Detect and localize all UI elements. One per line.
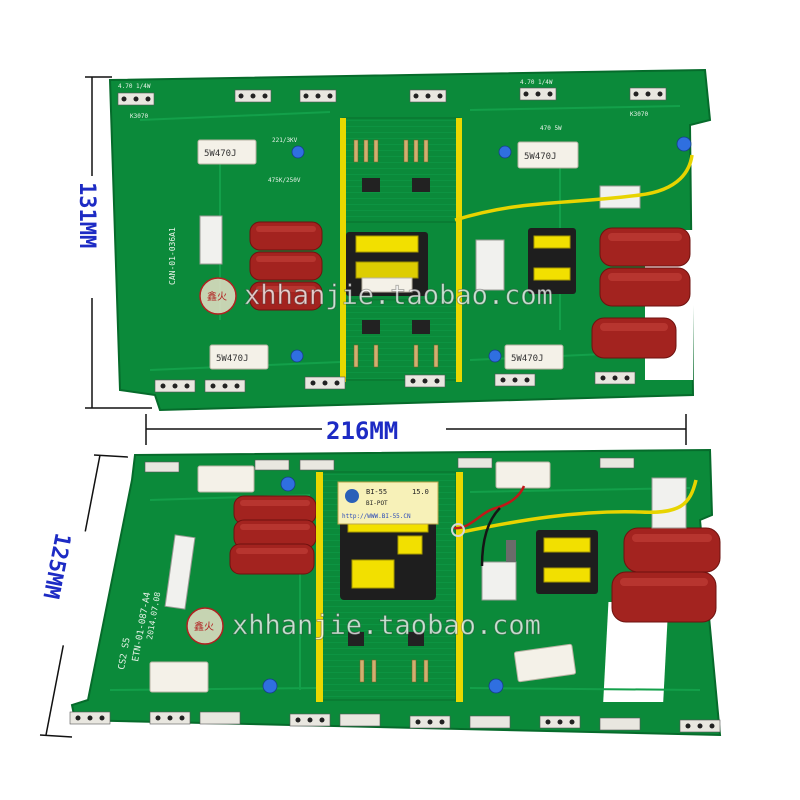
bottom-power-resistor-1 (197, 465, 255, 493)
watermark-logo-icon (199, 277, 237, 315)
top-center-connector (475, 239, 505, 291)
sticker-logo-icon (345, 489, 359, 503)
top-left-connector (199, 215, 223, 265)
top-capacitor-group-right (591, 227, 691, 359)
svg-text:5W470J: 5W470J (216, 354, 249, 364)
top-blue-cap-5 (676, 136, 692, 152)
top-power-resistor-4: 5W470J (504, 344, 564, 370)
top-yellow-wire (454, 154, 694, 222)
top-transformer (346, 232, 428, 296)
svg-text:BI-55: BI-55 (366, 488, 387, 496)
top-header-label-2: 4.70 1/4W (520, 79, 553, 86)
top-resistor-value: 470 5W (540, 125, 562, 132)
bottom-top-header-row (144, 457, 635, 473)
svg-text:5W470J: 5W470J (524, 152, 557, 162)
top-blue-cap-3 (290, 349, 304, 363)
dimension-216mm: 216MM (145, 413, 687, 445)
top-bottom-header-row (154, 371, 636, 393)
bottom-transformer (340, 512, 436, 600)
bottom-power-resistor-2 (495, 461, 551, 489)
bottom-bottom-header-row (69, 711, 721, 733)
watermark-bottom: 鑫火 xhhanjie.taobao.com xhhanjie.taobao.c… (186, 607, 541, 645)
top-blue-cap-4 (488, 349, 502, 363)
watermark-url-top: xhhanjie.taobao.com (244, 280, 553, 311)
bottom-small-component (506, 540, 516, 562)
bottom-black-wire (480, 507, 501, 567)
svg-text:xhhanjie.taobao.com: xhhanjie.taobao.com (232, 610, 541, 641)
top-part-id-2: K3070 (630, 111, 648, 118)
bottom-power-resistor-3 (149, 661, 209, 693)
svg-text:5W470J: 5W470J (204, 149, 237, 159)
dimension-125mm: 125MM (33, 454, 129, 738)
top-part-id: K3070 (130, 113, 148, 120)
svg-text:15.0: 15.0 (412, 488, 429, 496)
watermark-logo-icon-2 (186, 607, 224, 645)
watermark-top: 鑫火 xhhanjie.taobao.com xhhanjie.taobao.c… (199, 277, 553, 315)
top-board-part-label: CAN-01-036A1 (168, 227, 177, 285)
svg-text:xhhanjie.taobao.com: xhhanjie.taobao.com (244, 280, 553, 311)
top-power-resistor-1: 5W470J (197, 139, 257, 165)
bottom-yellow-wire (461, 479, 698, 534)
top-cap-rating: 221/3KV (272, 137, 298, 144)
bottom-blue-cap-3 (488, 678, 504, 694)
top-inductor (528, 228, 576, 294)
svg-text:BI-POT: BI-POT (366, 500, 388, 507)
bottom-inductor (536, 530, 598, 594)
bottom-center-connector (481, 561, 517, 601)
bottom-power-resistor-4 (513, 643, 577, 683)
svg-text:5W470J: 5W470J (511, 354, 544, 364)
top-capacitor-group-left (249, 221, 323, 311)
bottom-red-wire (453, 485, 526, 530)
dimension-label-131: 131MM (74, 182, 99, 248)
top-header-label: 4.70 1/4W (118, 83, 151, 90)
bottom-ring-terminal (451, 523, 465, 537)
bottom-sticker: BI-55 15.0 BI-POT http://WWW.BI-55.CN (337, 481, 439, 525)
bottom-capacitor-group-left (229, 495, 317, 575)
dimension-label-216: 216MM (326, 417, 398, 445)
watermark-url-bottom: xhhanjie.taobao.com (232, 610, 541, 641)
dimension-131mm: 131MM (72, 76, 152, 409)
bottom-capacitor-group-right (611, 527, 721, 623)
top-blue-cap-2 (498, 145, 512, 159)
svg-text:http://WWW.BI-55.CN: http://WWW.BI-55.CN (342, 513, 411, 520)
svg-text:鑫火: 鑫火 (194, 620, 214, 633)
top-power-resistor-2: 5W470J (517, 141, 579, 169)
top-pcb-board: 4.70 1/4W 4.70 1/4W K3070 K3070 5W470J 5… (108, 68, 712, 412)
top-power-resistor-3: 5W470J (209, 344, 269, 370)
top-varistor-label: 475K/250V (268, 177, 301, 184)
bottom-blue-cap-1 (280, 476, 296, 492)
svg-text:鑫火: 鑫火 (207, 290, 227, 303)
top-blue-cap-1 (291, 145, 305, 159)
bottom-left-connector (164, 534, 196, 610)
bottom-blue-cap-2 (262, 678, 278, 694)
bottom-pcb-board: CS2 S5 ETN-01-087-A4 2014.07.08 BI-55 15… (69, 448, 722, 737)
top-header-row (117, 87, 667, 106)
bottom-right-connector (651, 477, 687, 529)
top-driver-subboard (340, 117, 462, 382)
